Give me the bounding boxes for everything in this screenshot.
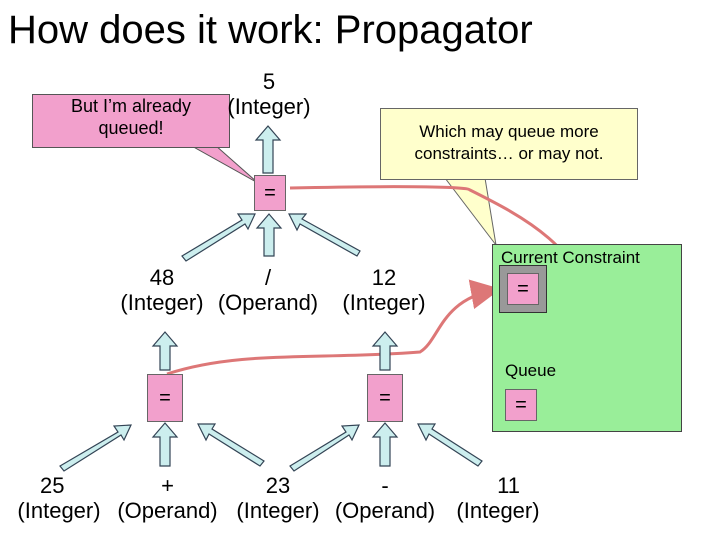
arrow-eqR-to-12 xyxy=(371,331,399,371)
queued-callout-tail xyxy=(188,144,259,184)
arrow-eqL-to-48 xyxy=(151,331,179,371)
node-div-value: / xyxy=(264,265,272,290)
arrow-48-to-eq xyxy=(181,213,256,262)
node-div-type: (Operand) xyxy=(217,289,319,315)
queued-callout-line2: queued! xyxy=(98,118,164,138)
queue-label: Queue xyxy=(505,361,557,380)
node-top-value: 5 xyxy=(262,69,276,94)
current-constraint-label: Current Constraint xyxy=(501,248,640,267)
constraint-left[interactable]: = xyxy=(147,374,183,422)
arrow-11-to-eqR xyxy=(417,423,483,467)
node-plus-value: + xyxy=(161,473,174,498)
constraint-top[interactable]: = xyxy=(254,175,286,211)
node-bottom-5: 11 (Integer) xyxy=(446,473,550,523)
node-48-value: 48 xyxy=(149,265,175,290)
queue-item[interactable]: = xyxy=(505,389,537,421)
queued-callout: But I’m already queued! xyxy=(32,94,230,148)
constraint-top-label: = xyxy=(264,182,276,204)
node-bottom-4: - (Operand) xyxy=(326,473,444,523)
constraint-right[interactable]: = xyxy=(367,374,403,422)
slide-title: How does it work: Propagator xyxy=(8,8,533,52)
constraint-right-label: = xyxy=(379,387,391,409)
propagator-panel: Current Constraint = Queue = xyxy=(492,244,682,432)
node-23-type: (Integer) xyxy=(236,497,320,523)
node-middle-3: 12 (Integer) xyxy=(334,265,434,315)
node-middle-2: / (Operand) xyxy=(213,265,323,315)
node-top-type: (Integer) xyxy=(227,93,311,119)
arrow-23-to-eqL xyxy=(197,423,265,467)
node-bottom-2: + (Operand) xyxy=(110,473,225,523)
node-11-value: 11 xyxy=(497,473,520,498)
node-minus-value: - xyxy=(381,473,389,498)
arrow-23-to-eqR xyxy=(289,424,360,472)
node-23-value: 23 xyxy=(265,473,291,498)
node-12-type: (Integer) xyxy=(342,289,426,315)
current-constraint-box[interactable]: = xyxy=(499,265,547,313)
node-plus-type: (Operand) xyxy=(117,497,218,523)
arrow-plus-to-eqL xyxy=(151,422,179,467)
node-middle-1: 48 (Integer) xyxy=(112,265,212,315)
arrow-div-to-eq xyxy=(255,213,283,257)
may-queue-line1: Which may queue more xyxy=(419,122,599,141)
may-queue-line2: constraints… or may not. xyxy=(414,144,604,163)
may-queue-callout: Which may queue more constraints… or may… xyxy=(380,108,638,180)
arrow-25-to-eqL xyxy=(59,424,132,472)
node-25-type: (Integer) xyxy=(17,497,101,523)
node-25-value: 25 xyxy=(40,473,65,498)
node-top: 5 (Integer) xyxy=(214,69,324,119)
node-bottom-3: 23 (Integer) xyxy=(228,473,328,523)
current-constraint-value: = xyxy=(507,273,539,305)
node-minus-type: (Operand) xyxy=(334,497,436,523)
arrow-minus-to-eqR xyxy=(371,422,399,467)
node-11-type: (Integer) xyxy=(456,497,540,523)
node-bottom-1: 25 (Integer) xyxy=(4,473,114,523)
constraint-left-label: = xyxy=(159,387,171,409)
queued-callout-line1: But I’m already xyxy=(70,96,192,116)
arrow-eq-to-5 xyxy=(254,125,282,174)
arrow-12-to-eq xyxy=(288,213,361,257)
node-12-value: 12 xyxy=(371,265,397,290)
node-48-type: (Integer) xyxy=(120,289,204,315)
